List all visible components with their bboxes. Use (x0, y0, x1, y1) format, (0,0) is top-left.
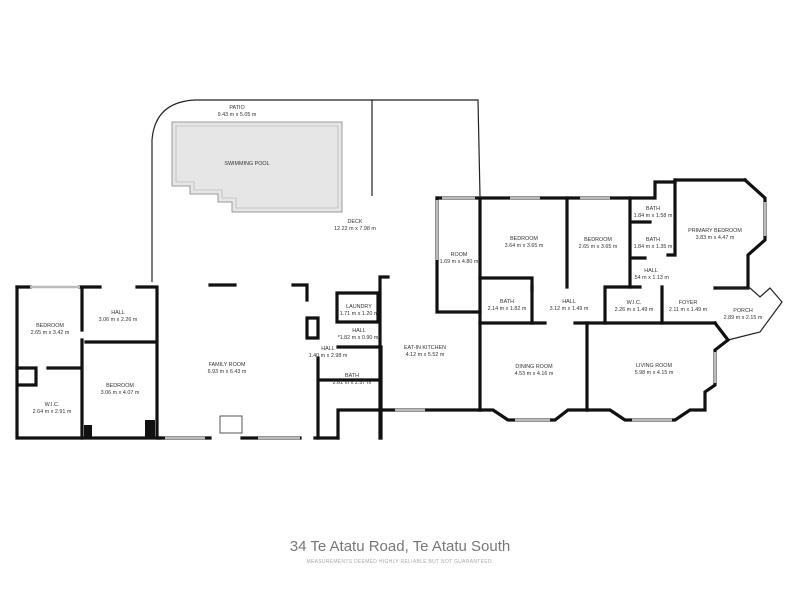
patio-outline (151, 99, 481, 282)
svg-text:FAMILY ROOM: FAMILY ROOM (209, 362, 246, 368)
svg-text:HALL: HALL (644, 268, 658, 274)
svg-text:9.43 m x 5.05 m: 9.43 m x 5.05 m (218, 112, 257, 118)
svg-text:FOYER: FOYER (679, 300, 698, 306)
svg-text:3.06 m x 2.26 m: 3.06 m x 2.26 m (99, 317, 138, 323)
label-wic-w: W.I.C.2.64 m x 2.91 m (33, 402, 72, 415)
svg-text:2.11 m x 1.49 m: 2.11 m x 1.49 m (669, 307, 708, 313)
svg-text:1.84 m x 1.58 m: 1.84 m x 1.58 m (634, 213, 673, 219)
fireplace (219, 415, 243, 434)
svg-text:2.65 m x 3.42 m: 2.65 m x 3.42 m (31, 330, 70, 336)
svg-text:4.12 m x 5.52 m: 4.12 m x 5.52 m (406, 352, 445, 358)
svg-text:3.12 m x 1.49 m: 3.12 m x 1.49 m (550, 306, 589, 312)
label-pool: SWIMMING POOL (224, 161, 269, 167)
svg-text:2.61 m x 2.57 m: 2.61 m x 2.57 m (333, 380, 372, 386)
svg-text:1.71 m x 1.20 m: 1.71 m x 1.20 m (340, 311, 379, 317)
svg-text:4.53 m x 4.16 m: 4.53 m x 4.16 m (515, 371, 554, 377)
swimming-pool (171, 121, 343, 213)
svg-text:3.64 m x 3.65 m: 3.64 m x 3.65 m (505, 243, 544, 249)
svg-text:3.83 m x 4.47 m: 3.83 m x 4.47 m (696, 235, 735, 241)
label-wic-e: W.I.C.2.26 m x 1.49 m (615, 300, 654, 313)
svg-text:.54 m x 1.13 m: .54 m x 1.13 m (633, 275, 669, 281)
property-address: 34 Te Atatu Road, Te Atatu South (289, 538, 511, 555)
svg-text:PATIO: PATIO (229, 105, 244, 111)
west-wing-walls (15, 285, 162, 440)
svg-text:DINING ROOM: DINING ROOM (515, 364, 553, 370)
svg-text:DECK: DECK (348, 219, 363, 225)
svg-text:12.22 m x 7.98 m: 12.22 m x 7.98 m (334, 226, 376, 232)
label-hall-l: HALL*1.82 m x 0.90 m* (338, 328, 382, 341)
east-wing-walls (435, 177, 783, 422)
svg-text:2.64 m x 2.91 m: 2.64 m x 2.91 m (33, 409, 72, 415)
svg-text:W.I.C.: W.I.C. (45, 402, 60, 408)
svg-text:2.89 m x 2.15 m: 2.89 m x 2.15 m (724, 315, 763, 321)
svg-text:HALL: HALL (321, 346, 335, 352)
svg-text:6.93 m x 6.43 m: 6.93 m x 6.43 m (208, 369, 247, 375)
svg-text:BATH: BATH (500, 299, 514, 305)
svg-text:2.65 m x 3.65 m: 2.65 m x 3.65 m (579, 244, 618, 250)
svg-text:3.06 m x 4.07 m: 3.06 m x 4.07 m (101, 390, 140, 396)
svg-text:SWIMMING POOL: SWIMMING POOL (224, 161, 269, 167)
svg-text:LAUNDRY: LAUNDRY (346, 304, 372, 310)
svg-text:W.I.C.: W.I.C. (627, 300, 642, 306)
svg-text:HALL: HALL (111, 310, 125, 316)
svg-text:HALL: HALL (562, 299, 576, 305)
svg-text:1.40 m x 2.98 m: 1.40 m x 2.98 m (309, 353, 348, 359)
svg-text:1.69 m x 4.80 m: 1.69 m x 4.80 m (440, 259, 479, 265)
svg-text:BATH: BATH (646, 237, 660, 243)
svg-text:ROOM: ROOM (451, 252, 468, 258)
svg-text:BATH: BATH (646, 206, 660, 212)
svg-text:EAT-IN KITCHEN: EAT-IN KITCHEN (404, 345, 446, 351)
svg-text:BEDROOM: BEDROOM (510, 236, 538, 242)
svg-text:LIVING ROOM: LIVING ROOM (636, 363, 672, 369)
central-walls (305, 275, 482, 440)
svg-text:BEDROOM: BEDROOM (36, 323, 64, 329)
svg-text:*1.82 m x 0.90 m*: *1.82 m x 0.90 m* (338, 335, 382, 341)
svg-text:1.84 m x 1.35 m: 1.84 m x 1.35 m (634, 244, 673, 250)
svg-text:BEDROOM: BEDROOM (584, 237, 612, 243)
disclaimer: MEASUREMENTS DEEMED HIGHLY RELIABLE BUT … (306, 559, 494, 565)
label-hall-e: HALL.54 m x 1.13 m (633, 268, 669, 281)
svg-text:HALL: HALL (352, 328, 366, 334)
svg-text:PORCH: PORCH (733, 308, 753, 314)
svg-text:BEDROOM: BEDROOM (106, 383, 134, 389)
family-room-walls (158, 283, 320, 440)
svg-text:BATH: BATH (345, 373, 359, 379)
svg-text:2.14 m x 1.82 m: 2.14 m x 1.82 m (488, 306, 527, 312)
svg-text:5.98 m x 4.15 m: 5.98 m x 4.15 m (635, 370, 674, 376)
svg-text:PRIMARY BEDROOM: PRIMARY BEDROOM (688, 228, 742, 234)
svg-text:2.26 m x 1.49 m: 2.26 m x 1.49 m (615, 307, 654, 313)
